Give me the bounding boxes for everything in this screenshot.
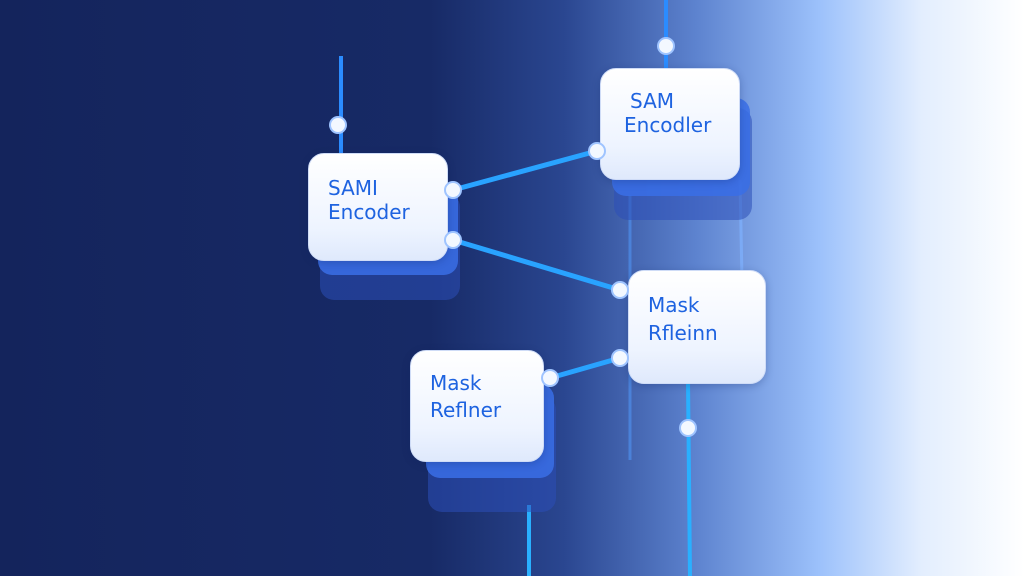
node-title: SAMI — [328, 176, 378, 200]
node-title: SAM — [630, 89, 675, 113]
node-title: Mask — [430, 371, 482, 395]
port-input-refiner-right-bottom[interactable] — [611, 349, 629, 367]
node-card — [308, 153, 448, 261]
port-input-encoder-right-top[interactable] — [657, 37, 675, 55]
port-input-refiner-right-top[interactable] — [611, 281, 629, 299]
link-encoder-to-refiner — [452, 237, 621, 293]
node-card — [600, 68, 740, 180]
node-subtitle: Reflner — [430, 398, 502, 422]
link-refiner-to-refiner — [549, 355, 621, 381]
node-subtitle: Encodler — [624, 113, 712, 137]
port-output-encoder-left-bottom[interactable] — [444, 231, 462, 249]
port-output-refiner-left[interactable] — [541, 369, 559, 387]
port-output-encoder-left-top[interactable] — [444, 181, 462, 199]
node-title: Mask — [648, 293, 700, 317]
node-subtitle: Rfleinn — [648, 321, 718, 345]
port-input-encoder-left[interactable] — [329, 116, 347, 134]
port-output-refiner-right[interactable] — [679, 419, 697, 437]
node-subtitle: Encoder — [328, 200, 410, 224]
output-line-bottom-right — [686, 379, 692, 576]
node-card — [410, 350, 544, 462]
link-encoder-to-encoder — [452, 148, 598, 193]
node-card — [628, 270, 766, 384]
port-input-encoder-right-left[interactable] — [588, 142, 606, 160]
